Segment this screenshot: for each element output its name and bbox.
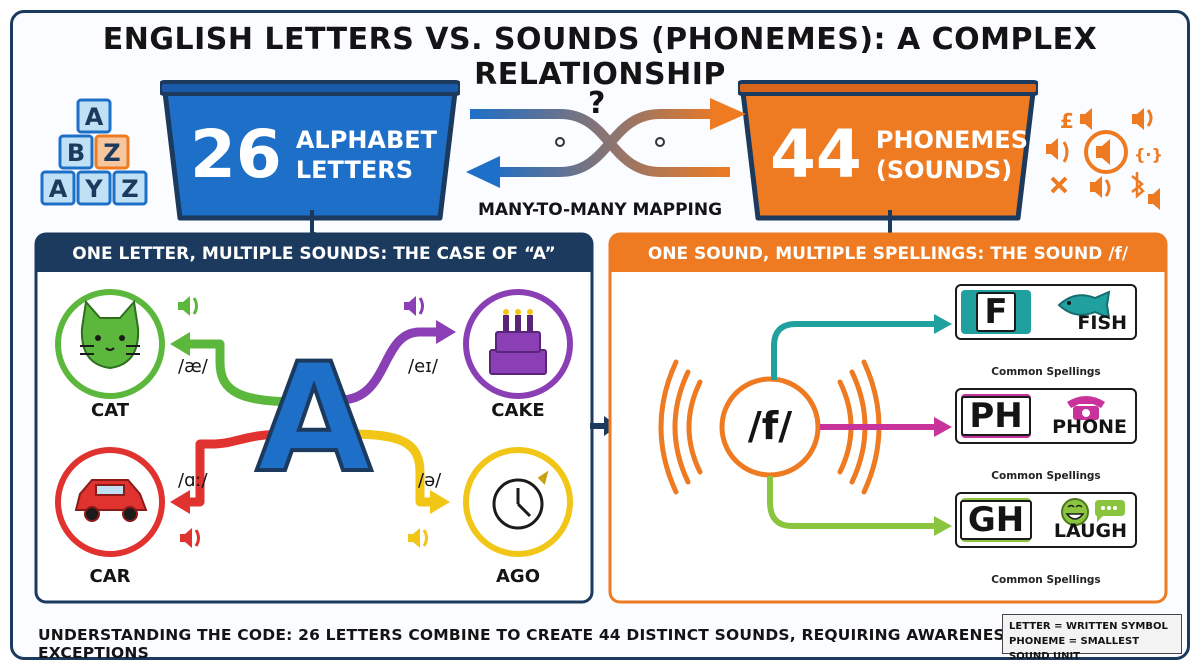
- phonemes-bucket: 44 PHONEMES (SOUNDS): [770, 110, 1030, 200]
- left-panel-box: [34, 232, 594, 604]
- phonemes-count: 44: [770, 116, 862, 193]
- sound-icons-cluster: £ {·}: [1046, 108, 1163, 210]
- mapping-label: MANY-TO-MANY MAPPING: [477, 200, 723, 220]
- spelling-card-f: F FISH: [955, 284, 1137, 340]
- letters-bucket-shape: [160, 80, 460, 221]
- spelling-box-gh: GH: [959, 498, 1033, 542]
- phonemes-label-line2: (SOUNDS): [875, 156, 1013, 184]
- spelling-card-ph: PH PHONE: [955, 388, 1137, 444]
- letters-label-line1: ALPHABET: [295, 126, 438, 154]
- left-panel-title: ONE LETTER, MULTIPLE SOUNDS: THE CASE OF…: [72, 244, 556, 264]
- legend-line-1: LETTER = WRITTEN SYMBOL: [1009, 621, 1168, 632]
- spelling-box-f: F: [961, 290, 1031, 334]
- speaker-icon-car: [180, 528, 200, 548]
- sound-f-diagram: [658, 314, 952, 536]
- page-title: ENGLISH LETTERS VS. SOUNDS (PHONEMES): A…: [102, 22, 1098, 92]
- many-to-many-arrows: [466, 98, 746, 188]
- spelling-gh: GH: [959, 500, 1033, 540]
- footer-text: UNDERSTANDING THE CODE: 26 LETTERS COMBI…: [38, 626, 1161, 662]
- speaker-icon-cat: [178, 296, 198, 316]
- svg-text:A: A: [49, 175, 68, 203]
- clock-icon: [492, 470, 549, 530]
- example-word-car: CAR: [89, 566, 131, 587]
- spelling-box-ph: PH: [961, 394, 1031, 438]
- spelling-ph: PH: [961, 396, 1031, 436]
- svg-text:Z: Z: [121, 175, 138, 203]
- center-letter-a: A: [256, 332, 372, 506]
- spelling-word-fish: FISH: [1077, 312, 1127, 334]
- ipa-cake: /eɪ/: [408, 356, 438, 377]
- letter-a-diagram: A: [55, 289, 573, 557]
- speaker-icon-ago: [408, 528, 428, 548]
- example-word-ago: AGO: [495, 566, 540, 587]
- phonemes-label-line1: PHONEMES: [875, 126, 1028, 154]
- connector-line: [310, 210, 314, 234]
- letters-bucket: 26 ALPHABET LETTERS: [190, 110, 450, 200]
- common-spellings-caption-3: Common Spellings: [991, 574, 1101, 586]
- spelling-card-gh: GH LAUGH: [955, 492, 1137, 548]
- legend-line-2: PHONEME = SMALLEST SOUND UNIT: [1009, 636, 1140, 662]
- ipa-cat: /æ/: [178, 356, 208, 377]
- example-word-cake: CAKE: [491, 400, 545, 421]
- svg-text:£: £: [1060, 109, 1074, 133]
- ipa-ago: /ə/: [418, 470, 442, 491]
- speaker-icon-cake: [404, 296, 424, 316]
- common-spellings-caption-2: Common Spellings: [991, 470, 1101, 482]
- svg-text:B: B: [67, 139, 85, 167]
- question-mark: ?: [588, 86, 606, 121]
- common-spellings-caption-1: Common Spellings: [991, 366, 1101, 378]
- spelling-word-phone: PHONE: [1052, 416, 1127, 438]
- right-panel-title: ONE SOUND, MULTIPLE SPELLINGS: THE SOUND…: [647, 244, 1129, 264]
- svg-text:Y: Y: [84, 175, 103, 203]
- connector-line-2: [888, 210, 892, 234]
- alphabet-blocks-icon: A B Z A Y Z: [40, 98, 148, 206]
- phone-icon: [1067, 396, 1105, 420]
- letters-count: 26: [190, 116, 282, 193]
- center-sound: /f/: [747, 404, 793, 448]
- example-word-cat: CAT: [90, 400, 130, 421]
- car-icon: [74, 479, 148, 522]
- phonemes-bucket-shape: [738, 80, 1038, 221]
- svg-text:{·}: {·}: [1134, 145, 1163, 164]
- svg-text:Z: Z: [103, 139, 120, 167]
- legend-box: LETTER = WRITTEN SYMBOL PHONEME = SMALLE…: [1002, 614, 1182, 662]
- laugh-icon: [1061, 498, 1125, 526]
- cat-icon: [80, 299, 140, 370]
- letters-label-line2: LETTERS: [295, 156, 413, 184]
- ipa-car: /ɑː/: [178, 470, 208, 491]
- fish-icon: [1057, 290, 1111, 320]
- svg-text:A: A: [85, 103, 104, 131]
- cake-icon: [489, 309, 547, 375]
- spelling-word-laugh: LAUGH: [1053, 520, 1127, 542]
- spelling-f: F: [976, 292, 1016, 332]
